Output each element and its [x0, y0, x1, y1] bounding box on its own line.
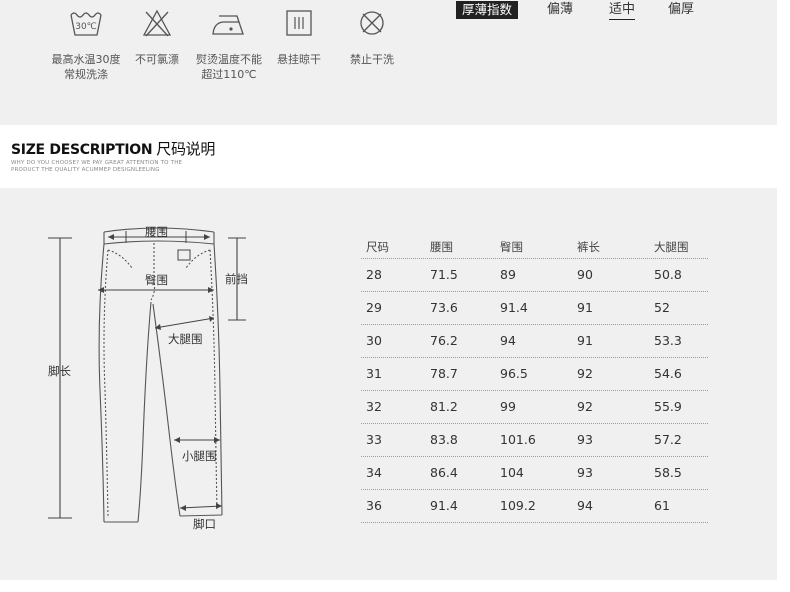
- cell-length: 93: [577, 432, 593, 447]
- table-header-row: 尺码 腰围 臀围 裤长 大腿围: [361, 236, 708, 259]
- cell-length: 92: [577, 366, 593, 381]
- cell-thigh: 52: [654, 300, 670, 315]
- care-label-bleach: 不可氯漂: [135, 53, 179, 66]
- header-waist: 腰围: [430, 240, 453, 254]
- size-description-subtitle-line2: PRODUCT THE QUALITY ACUMMEP DESIGNLEELIN…: [11, 167, 160, 173]
- cell-thigh: 57.2: [654, 432, 682, 447]
- label-hip: 臀围: [145, 273, 168, 287]
- no-bleach-icon: [142, 9, 172, 37]
- size-description-subtitle: WHY DO YOU CHOOSE? WE PAY GREAT ATTENTIO…: [11, 160, 182, 174]
- iron-icon: [212, 15, 244, 35]
- table-row: 31 78.7 96.5 92 54.6: [361, 358, 708, 391]
- cell-thigh: 50.8: [654, 267, 682, 282]
- care-label-dry-clean: 禁止干洗: [350, 53, 394, 66]
- cell-hip: 96.5: [500, 366, 528, 381]
- care-label-iron-line1: 熨烫温度不能: [196, 53, 262, 66]
- label-length: 脚长: [48, 364, 71, 378]
- cell-hip: 99: [500, 399, 516, 414]
- cell-size: 33: [366, 432, 382, 447]
- cell-waist: 86.4: [430, 465, 458, 480]
- cell-waist: 78.7: [430, 366, 458, 381]
- cell-waist: 91.4: [430, 498, 458, 513]
- cell-size: 34: [366, 465, 382, 480]
- table-row: 33 83.8 101.6 93 57.2: [361, 424, 708, 457]
- care-item-hang-dry: 悬挂晾干: [272, 8, 326, 67]
- thickness-option-medium: 适中: [609, 1, 636, 20]
- thickness-title: 厚薄指数: [456, 1, 518, 19]
- cell-size: 31: [366, 366, 382, 381]
- cell-size: 29: [366, 300, 382, 315]
- size-table: 尺码 腰围 臀围 裤长 大腿围 28 71.5 89 90 50.8 29 73…: [361, 236, 708, 523]
- care-label-wash-line1: 最高水温30度: [51, 53, 121, 66]
- cell-hip: 94: [500, 333, 516, 348]
- label-hem: 脚口: [193, 517, 216, 531]
- cell-length: 92: [577, 399, 593, 414]
- cell-thigh: 61: [654, 498, 670, 513]
- label-rise: 前挡: [225, 272, 248, 286]
- care-item-bleach: 不可氯漂: [131, 8, 183, 67]
- cell-hip: 101.6: [500, 432, 536, 447]
- hang-dry-icon: [286, 10, 312, 36]
- cell-waist: 83.8: [430, 432, 458, 447]
- thickness-option-thin: 偏薄: [547, 2, 574, 17]
- care-label-iron-line2: 超过110℃: [201, 68, 257, 81]
- size-chart-panel: [0, 188, 777, 580]
- size-description-subtitle-line1: WHY DO YOU CHOOSE? WE PAY GREAT ATTENTIO…: [11, 160, 183, 166]
- cell-length: 94: [577, 498, 593, 513]
- cell-length: 93: [577, 465, 593, 480]
- care-item-iron: 熨烫温度不能 超过110℃: [191, 8, 267, 82]
- cell-thigh: 58.5: [654, 465, 682, 480]
- table-row: 32 81.2 99 92 55.9: [361, 391, 708, 424]
- cell-waist: 73.6: [430, 300, 458, 315]
- cell-hip: 104: [500, 465, 524, 480]
- cell-length: 90: [577, 267, 593, 282]
- cell-thigh: 53.3: [654, 333, 682, 348]
- cell-size: 36: [366, 498, 382, 513]
- cell-size: 28: [366, 267, 382, 282]
- table-row: 34 86.4 104 93 58.5: [361, 457, 708, 490]
- cell-length: 91: [577, 300, 593, 315]
- table-row: 28 71.5 89 90 50.8: [361, 259, 708, 292]
- cell-hip: 91.4: [500, 300, 528, 315]
- cell-waist: 81.2: [430, 399, 458, 414]
- cell-thigh: 55.9: [654, 399, 682, 414]
- care-label-hang-dry: 悬挂晾干: [277, 53, 321, 66]
- table-row: 30 76.2 94 91 53.3: [361, 325, 708, 358]
- cell-waist: 76.2: [430, 333, 458, 348]
- cell-hip: 109.2: [500, 498, 536, 513]
- label-calf: 小腿围: [182, 449, 217, 463]
- wash-temp-text: 30℃: [75, 22, 97, 32]
- cell-size: 30: [366, 333, 382, 348]
- care-item-dry-clean: 禁止干洗: [345, 8, 399, 67]
- thickness-option-thick: 偏厚: [668, 2, 695, 17]
- header-length: 裤长: [577, 240, 600, 254]
- cell-waist: 71.5: [430, 267, 458, 282]
- label-waist: 腰围: [145, 225, 168, 239]
- header-hip: 臀围: [500, 240, 523, 254]
- cell-length: 91: [577, 333, 593, 348]
- cell-size: 32: [366, 399, 382, 414]
- care-item-wash: 30℃ 最高水温30度 常规洗涤: [46, 8, 126, 82]
- no-dry-clean-icon: [360, 11, 384, 35]
- wash-30-icon: 30℃: [70, 12, 102, 36]
- size-description-title-en: SIZE DESCRIPTION: [11, 142, 153, 158]
- header-thigh: 大腿围: [654, 240, 689, 254]
- table-row: 29 73.6 91.4 91 52: [361, 292, 708, 325]
- care-instructions-band: 30℃ 最高水温30度 常规洗涤 不可氯漂 熨烫温度不能 超过110℃ 悬挂晾干: [0, 0, 777, 125]
- pants-diagram: [48, 227, 246, 523]
- label-thigh: 大腿围: [168, 332, 203, 346]
- header-size: 尺码: [366, 240, 389, 254]
- cell-thigh: 54.6: [654, 366, 682, 381]
- care-label-wash-line2: 常规洗涤: [64, 68, 108, 81]
- table-row: 36 91.4 109.2 94 61: [361, 490, 708, 523]
- size-description-title-cn: 尺码说明: [156, 140, 216, 158]
- cell-hip: 89: [500, 267, 516, 282]
